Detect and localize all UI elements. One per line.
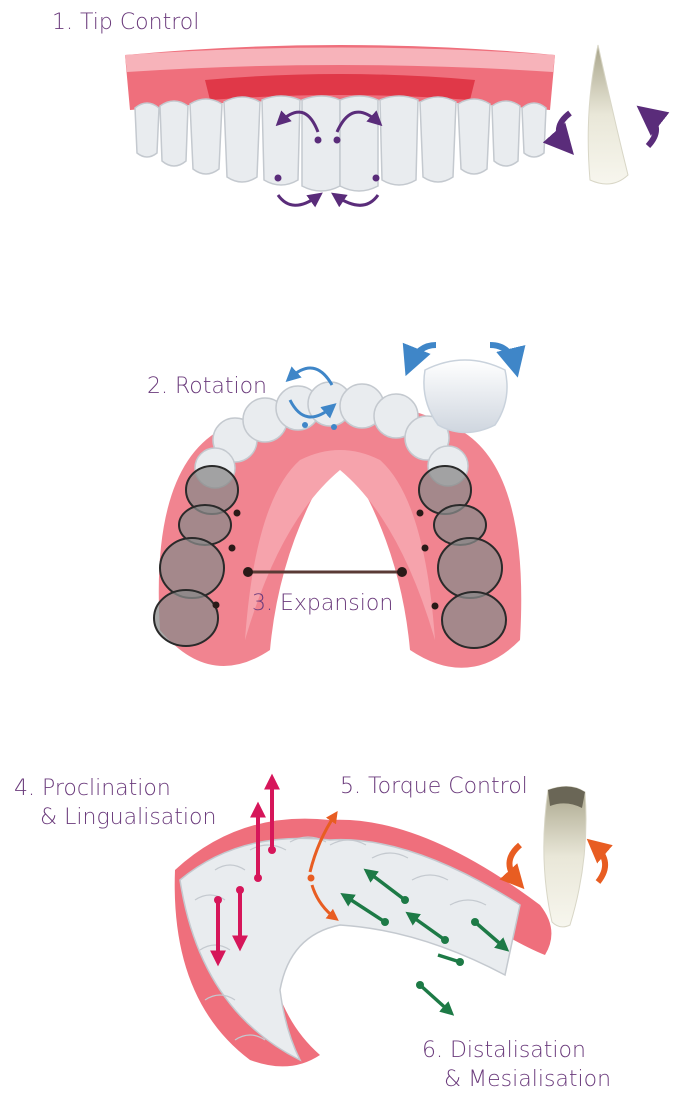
distalisation-label-line1: 6. Distalisation <box>422 1036 611 1065</box>
rotation-label: 2. Rotation <box>147 372 267 401</box>
front-arch-illustration <box>125 45 555 205</box>
distalisation-label-line2: & Mesialisation <box>422 1065 611 1094</box>
distalisation-label: 6. Distalisation & Mesialisation <box>422 1036 611 1094</box>
torque-control-label: 5. Torque Control <box>340 772 528 801</box>
expansion-label: 3. Expansion <box>252 589 393 618</box>
proclination-label-line1: 4. Proclination <box>14 774 216 803</box>
proclination-label: 4. Proclination & Lingualisation <box>14 774 216 832</box>
proclination-label-line2: & Lingualisation <box>14 803 216 832</box>
tooth-root-icon <box>544 786 586 926</box>
oblique-arch-illustration <box>175 780 552 1066</box>
crown-icon <box>424 360 507 433</box>
tooth-root-icon <box>588 45 628 184</box>
tip-control-label: 1. Tip Control <box>52 8 199 37</box>
